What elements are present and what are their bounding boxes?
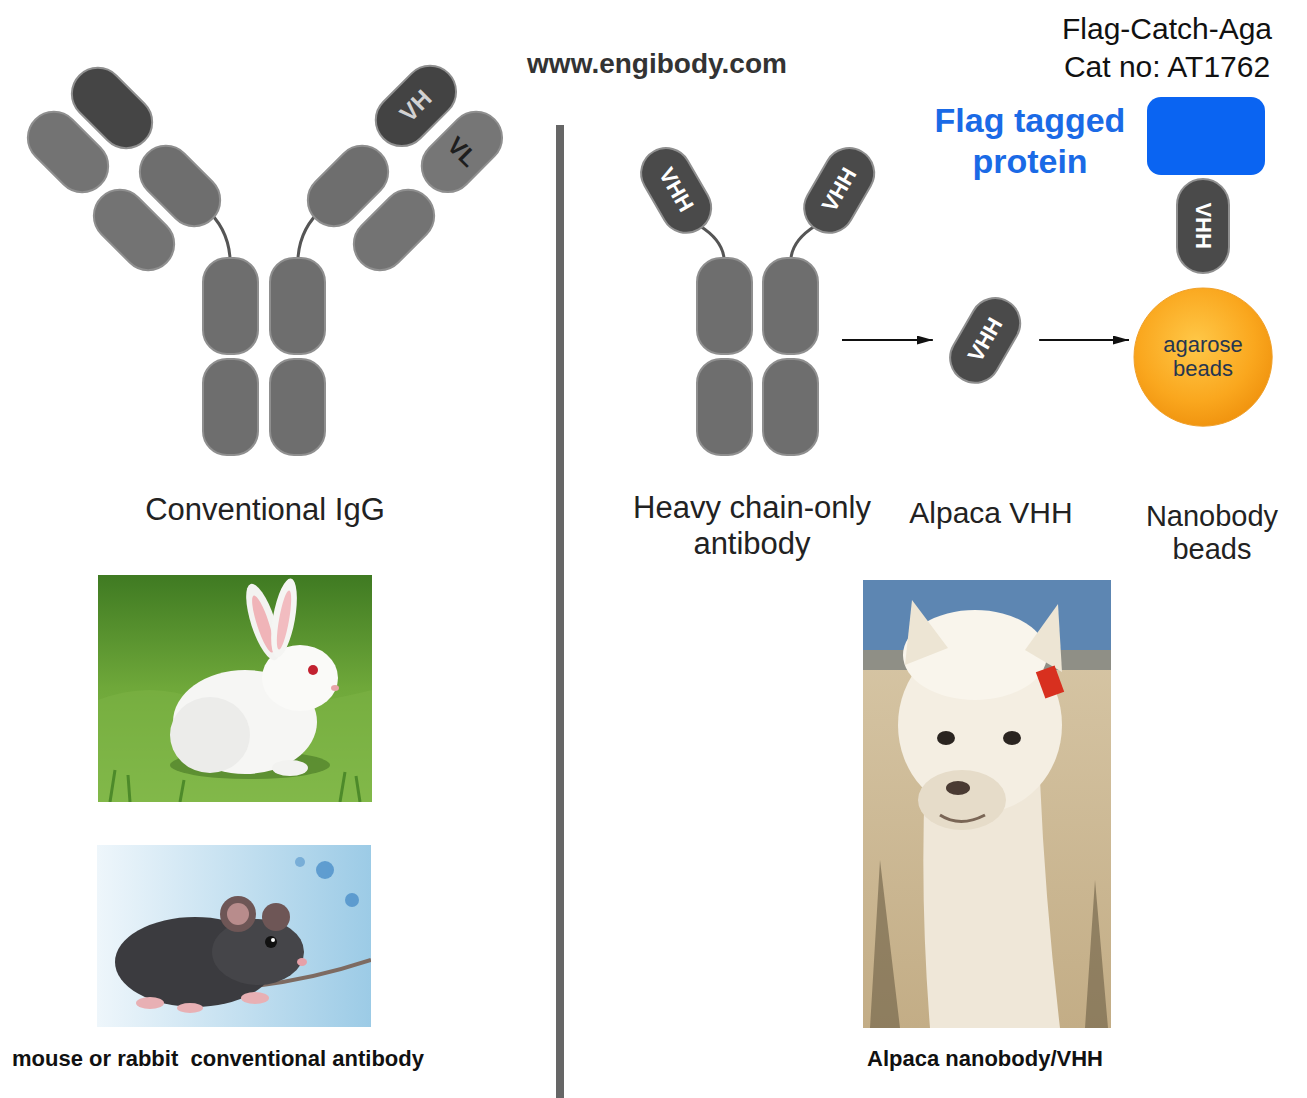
structure-caption: Heavy chain-only antibody — [612, 490, 892, 561]
domain-label: VHH — [1190, 203, 1215, 249]
vl-domain: VL — [411, 101, 513, 203]
divider-line — [556, 125, 564, 1098]
agarose-bead: agarose beadsNanobody beads — [1133, 287, 1273, 427]
structure-caption: Conventional IgG — [105, 492, 425, 528]
bead-label: agarose beads — [1148, 333, 1258, 381]
protein-box-shape — [1147, 97, 1265, 175]
mouse-photo — [97, 845, 371, 1027]
photo-caption: Alpaca nanobody/VHH — [867, 1046, 1103, 1071]
antibody-body: Heavy chain-only antibody — [697, 258, 818, 455]
protein-label: Flag tagged protein — [910, 100, 1150, 183]
domain-outline — [411, 101, 513, 203]
catalog-number: Cat no: AT1762 — [1064, 50, 1270, 85]
domain-outline — [632, 139, 720, 242]
hcab-symbol — [697, 226, 818, 455]
watermark: www.engibody.com — [527, 48, 787, 80]
vhh-domain: VHH — [632, 139, 720, 242]
vhh-domain: VHH — [795, 139, 883, 242]
domain-outline — [941, 289, 1029, 392]
structure-caption: Nanobody beads — [1127, 500, 1297, 567]
bead-outline — [1134, 288, 1272, 426]
process-arrow — [1039, 339, 1129, 341]
antibody-body: Conventional IgG — [203, 258, 325, 455]
rabbit-photo — [98, 575, 372, 802]
domain-outline — [795, 139, 883, 242]
protein-box: Flag tagged protein — [1147, 97, 1265, 175]
alpaca-photo — [863, 580, 1111, 1028]
product-name: Flag-Catch-Aga — [1062, 12, 1272, 47]
antibody-body-shape — [697, 258, 818, 455]
process-arrow — [842, 339, 933, 341]
box-outline — [1147, 97, 1265, 175]
vhh-domain: VHH — [1177, 179, 1229, 273]
vhh-domain: VHHAlpaca VHH — [941, 289, 1029, 392]
photo-caption: mouse or rabbit conventional antibody — [12, 1046, 424, 1071]
structure-caption: Alpaca VHH — [881, 496, 1101, 531]
antibody-body-shape — [203, 258, 325, 455]
domain-outline — [1177, 179, 1229, 273]
